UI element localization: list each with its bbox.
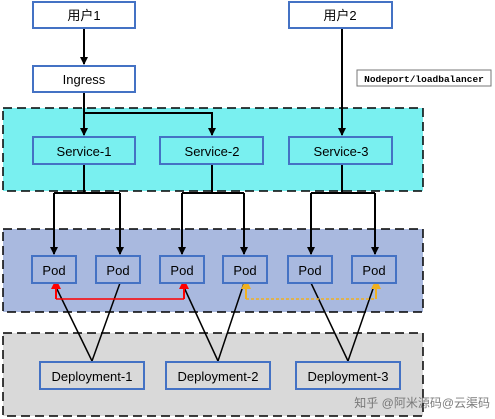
ingress-to-service2-arrow <box>84 112 216 136</box>
watermark: 知乎 @阿米源码@云渠码 <box>354 396 490 410</box>
pod-node-3: Pod <box>159 255 205 284</box>
service-node-3: Service-3 <box>288 136 393 165</box>
deployment-label-2: Deployment-2 <box>178 369 259 384</box>
deployment-label-3: Deployment-3 <box>308 369 389 384</box>
yellow-pod-link <box>241 279 381 300</box>
ingress-node: Ingress <box>32 65 136 93</box>
pod-node-5: Pod <box>287 255 333 284</box>
service1-pod-arrows <box>50 165 124 255</box>
user1-node: 用户1 <box>32 1 136 29</box>
user2-label: 用户2 <box>323 8 356 23</box>
pod-label-1: Pod <box>42 263 65 278</box>
pod-node-4: Pod <box>222 255 268 284</box>
deployment-pod-lines <box>53 282 376 362</box>
pod-label-2: Pod <box>106 263 129 278</box>
nodeport-label: Nodeport/loadbalancer <box>364 74 484 85</box>
pod-label-3: Pod <box>170 263 193 278</box>
service-node-1: Service-1 <box>32 136 136 165</box>
service2-pod-arrows <box>178 165 248 255</box>
user1-label: 用户1 <box>67 8 100 23</box>
deployment-node-2: Deployment-2 <box>165 361 271 390</box>
pod-node-6: Pod <box>351 255 397 284</box>
service-label-3: Service-3 <box>314 144 369 159</box>
deployment-node-1: Deployment-1 <box>39 361 145 390</box>
user2-node: 用户2 <box>288 1 393 29</box>
service3-pod-arrows <box>307 165 379 255</box>
pod-label-6: Pod <box>362 263 385 278</box>
pod-label-5: Pod <box>298 263 321 278</box>
pod-node-1: Pod <box>31 255 77 284</box>
deployment-node-3: Deployment-3 <box>295 361 401 390</box>
ingress-label: Ingress <box>63 72 106 87</box>
service-label-1: Service-1 <box>57 144 112 159</box>
pod-node-2: Pod <box>95 255 141 284</box>
nodeport-note: Nodeport/loadbalancer <box>356 69 492 87</box>
pod-label-4: Pod <box>233 263 256 278</box>
deployment-label-1: Deployment-1 <box>52 369 133 384</box>
service-label-2: Service-2 <box>185 144 240 159</box>
service-node-2: Service-2 <box>159 136 264 165</box>
red-pod-link <box>51 279 189 300</box>
